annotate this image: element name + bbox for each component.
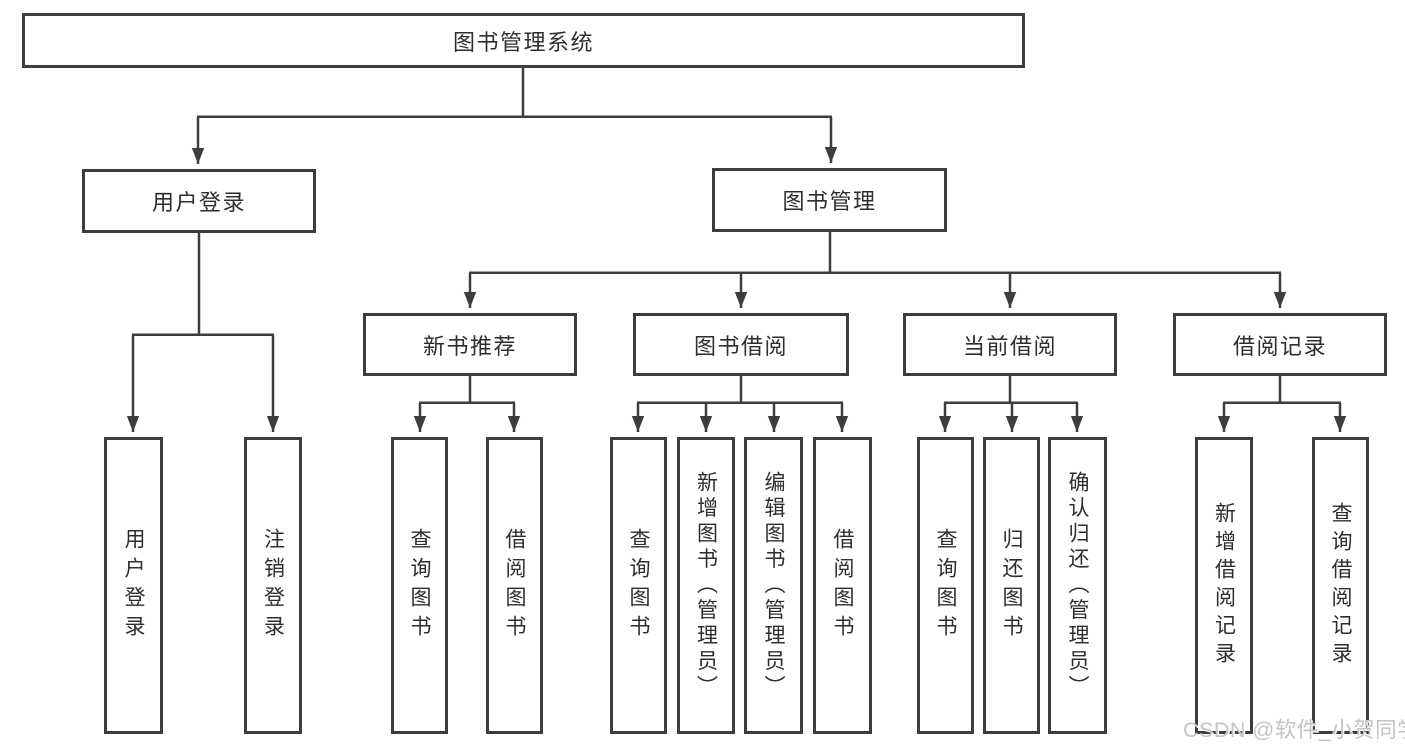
leaf-user-login: 用户登录 <box>104 437 163 734</box>
leaf-cb-confirm-return-admin: 确认归还（管理员） <box>1048 437 1107 734</box>
leaf-nbr-borrow-books-label: 借阅图书 <box>503 527 526 644</box>
leaf-bb-borrow-books-label: 借阅图书 <box>831 527 854 644</box>
leaf-bb-borrow-books: 借阅图书 <box>813 437 872 734</box>
leaf-logout-label: 注销登录 <box>261 527 285 644</box>
leaf-nbr-query-books: 查询图书 <box>391 437 448 734</box>
node-new-book-recommend-label: 新书推荐 <box>422 333 517 359</box>
leaf-br-add-record-label: 新增借阅记录 <box>1212 501 1236 670</box>
node-user-login: 用户登录 <box>82 169 316 233</box>
node-new-book-recommend: 新书推荐 <box>363 313 577 376</box>
node-borrow-records: 借阅记录 <box>1173 313 1387 376</box>
leaf-bb-edit-book-admin: 编辑图书（管理员） <box>744 437 803 734</box>
node-user-login-label: 用户登录 <box>151 190 246 215</box>
node-book-borrow-label: 图书借阅 <box>693 333 788 359</box>
csdn-watermark: CSDN @软件_小贺同学 <box>1183 718 1405 742</box>
leaf-bb-add-book-admin-label: 新增图书（管理员） <box>694 470 718 701</box>
leaf-cb-query-books: 查询图书 <box>917 437 974 734</box>
leaf-bb-edit-book-admin-label: 编辑图书（管理员） <box>762 470 785 701</box>
leaf-cb-query-books-label: 查询图书 <box>934 527 957 644</box>
leaf-user-login-label: 用户登录 <box>122 527 145 644</box>
leaf-bb-query-books-label: 查询图书 <box>627 527 650 644</box>
leaf-bb-add-book-admin: 新增图书（管理员） <box>677 437 735 734</box>
leaf-br-query-record-label: 查询借阅记录 <box>1329 501 1352 670</box>
node-current-borrow: 当前借阅 <box>903 313 1117 376</box>
leaf-nbr-query-books-label: 查询图书 <box>408 527 431 644</box>
leaf-logout: 注销登录 <box>244 437 302 734</box>
node-borrow-records-label: 借阅记录 <box>1232 333 1327 359</box>
node-book-borrow: 图书借阅 <box>633 313 849 376</box>
node-book-management: 图书管理 <box>712 168 947 232</box>
node-root-label: 图书管理系统 <box>452 29 594 55</box>
node-root: 图书管理系统 <box>22 13 1025 68</box>
node-book-management-label: 图书管理 <box>782 189 877 214</box>
leaf-cb-return-books: 归还图书 <box>983 437 1040 734</box>
leaf-br-add-record: 新增借阅记录 <box>1195 437 1253 734</box>
leaf-nbr-borrow-books: 借阅图书 <box>486 437 543 734</box>
leaf-cb-confirm-return-admin-label: 确认归还（管理员） <box>1066 470 1089 701</box>
leaf-bb-query-books: 查询图书 <box>610 437 667 734</box>
leaf-br-query-record: 查询借阅记录 <box>1312 437 1369 734</box>
node-current-borrow-label: 当前借阅 <box>962 333 1057 359</box>
leaf-cb-return-books-label: 归还图书 <box>1000 527 1023 644</box>
